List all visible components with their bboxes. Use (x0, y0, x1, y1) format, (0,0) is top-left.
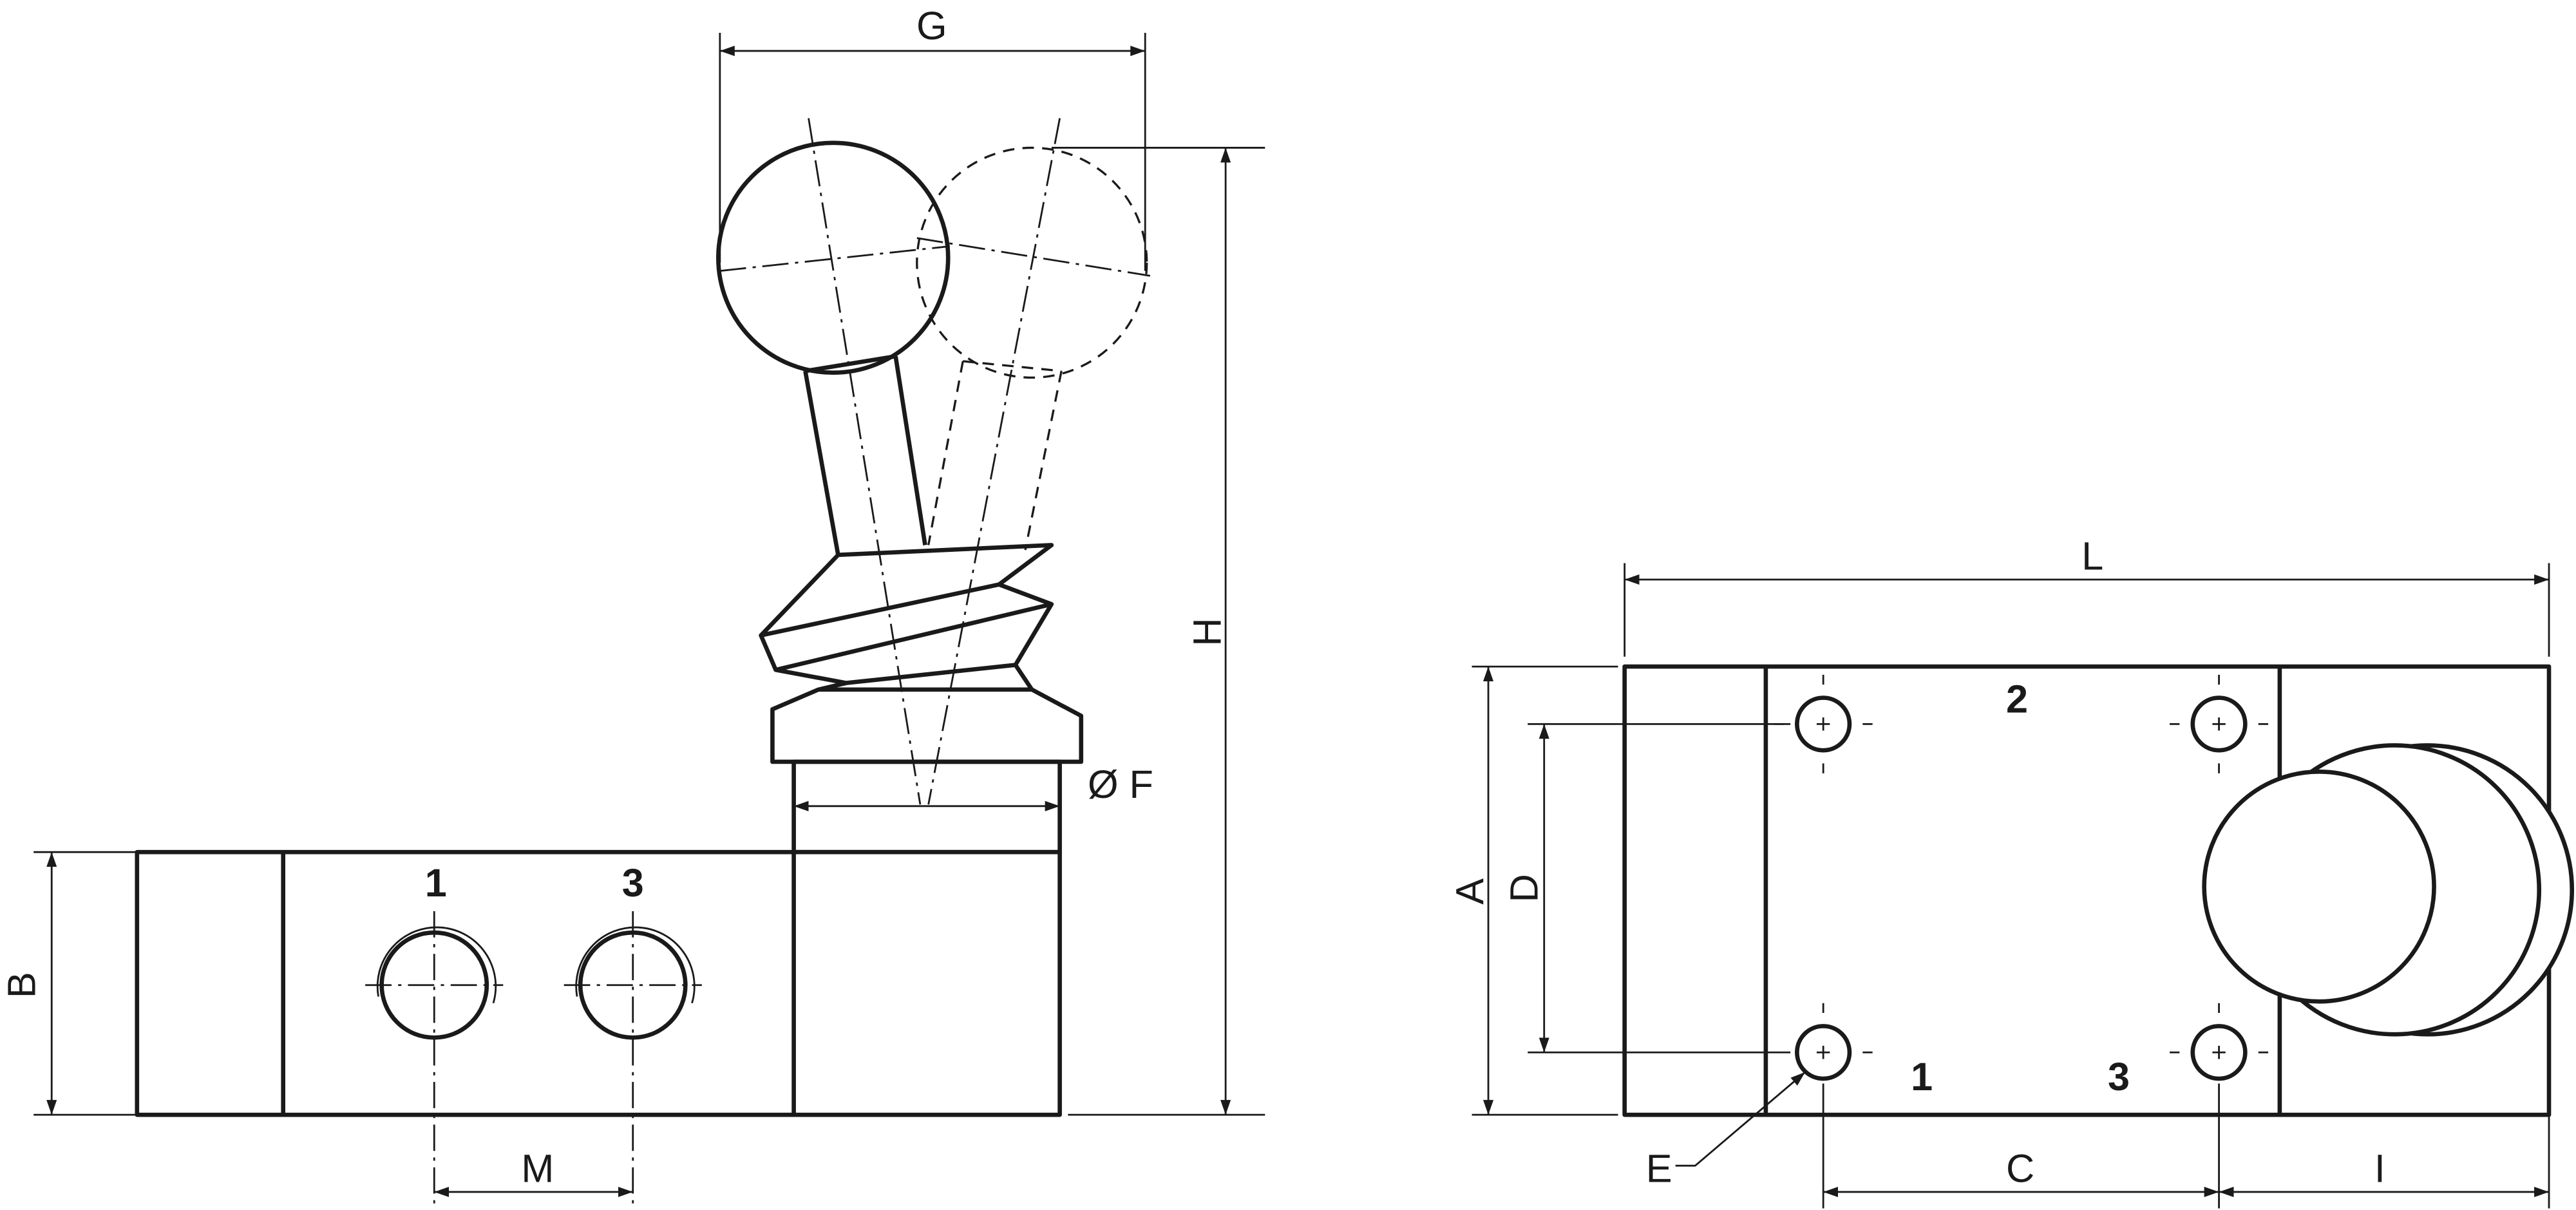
dimension-i: I (2219, 985, 2550, 1209)
lever-handle (716, 140, 951, 556)
dimension-label-d: D (1502, 874, 1546, 902)
dimension-d: D (1502, 723, 1791, 1054)
dimension-h: H (1051, 147, 1265, 1116)
lever-ball (716, 140, 951, 375)
port-label-2: 2 (2006, 677, 2028, 721)
knob (2202, 743, 2575, 1037)
port-label-1-top: 1 (1911, 1055, 1933, 1099)
side-view: 1 3 G H Ø F B M (0, 4, 1265, 1210)
port-label-1: 1 (425, 861, 447, 905)
dimension-label-c: C (2006, 1147, 2034, 1191)
dimension-b: B (0, 851, 137, 1116)
dimension-a: A (1448, 665, 1618, 1116)
dimension-label-e: E (1646, 1147, 1672, 1191)
dimension-g: G (719, 4, 1146, 271)
bellows (759, 543, 1054, 692)
port-1-hole (376, 926, 497, 1040)
mounting-holes (1774, 674, 2269, 1081)
dimension-label-h: H (1185, 618, 1229, 646)
top-view: 2 1 3 L A D C I (1448, 534, 2575, 1209)
port-label-3-top: 3 (2108, 1055, 2130, 1099)
dimension-m: M (434, 1147, 633, 1197)
dimension-label-f: Ø F (1088, 762, 1153, 806)
dimension-label-a: A (1448, 878, 1492, 905)
dimension-l: L (1624, 534, 2550, 657)
dimension-label-b: B (0, 972, 44, 998)
dimension-label-i: I (2374, 1147, 2385, 1191)
centerlines (365, 118, 1151, 1210)
dimension-label-m: M (521, 1147, 554, 1191)
dimension-f: Ø F (793, 762, 1153, 811)
dimension-c: C (1822, 1083, 2220, 1209)
dimension-label-g: G (916, 4, 947, 48)
port-3-hole (575, 926, 696, 1040)
dimension-label-l: L (2081, 534, 2103, 578)
valve-body (135, 687, 1084, 1117)
lever-alternate-position (916, 146, 1148, 551)
port-label-3: 3 (622, 861, 644, 905)
dimension-e-leader: E (1646, 1071, 1806, 1191)
